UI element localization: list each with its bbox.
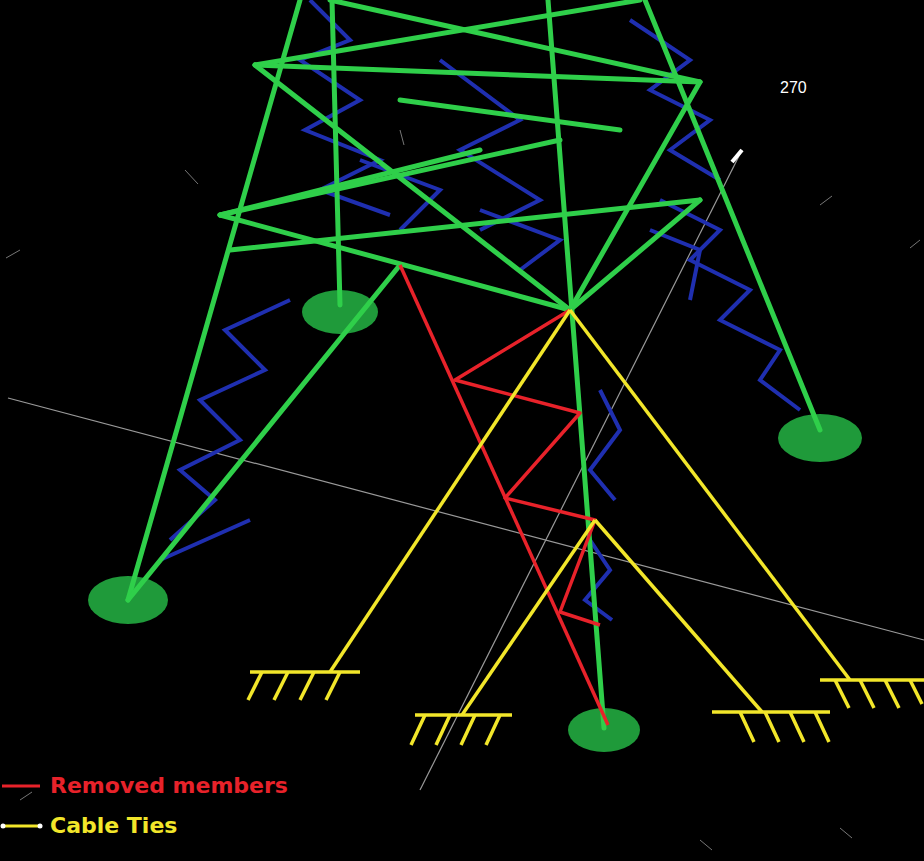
grid-ticks	[6, 130, 920, 850]
view-angle-label: 270	[780, 79, 807, 97]
legend-dot	[38, 824, 43, 829]
legend-text: Cable Ties	[50, 813, 177, 839]
view-marker	[732, 150, 742, 162]
axis-lines	[8, 150, 924, 790]
legend-text: Removed members	[50, 773, 288, 799]
main-members	[128, 0, 820, 728]
footings	[88, 290, 862, 752]
cable-ties	[248, 310, 924, 745]
legend-line-sample	[2, 825, 40, 828]
legend-line-sample	[2, 785, 40, 788]
legend-dot	[1, 824, 6, 829]
removed-members	[400, 265, 608, 725]
secondary-bracing	[160, 0, 800, 620]
